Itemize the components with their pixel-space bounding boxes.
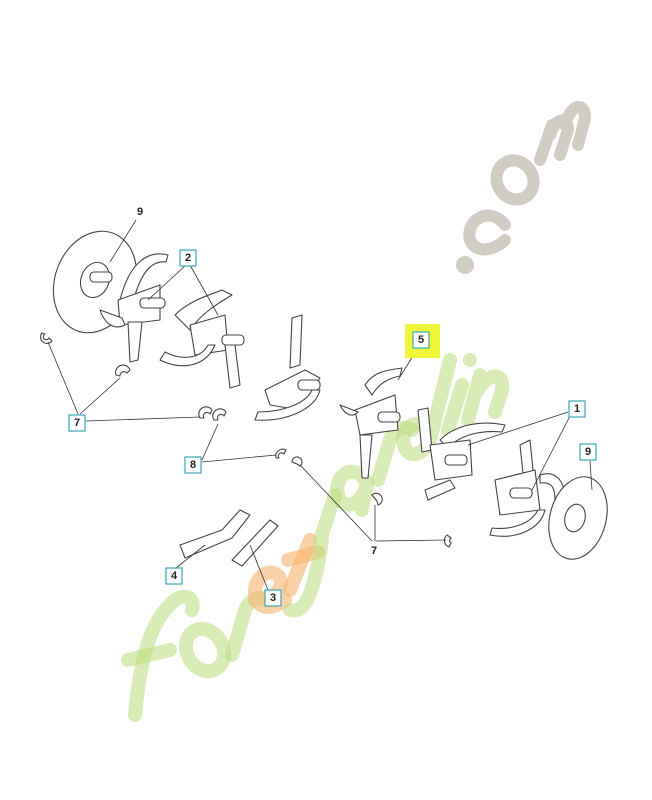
tine-assembly-right-outer xyxy=(489,439,566,537)
callout-7-bottom: 7 xyxy=(371,545,377,557)
callout-label: 1 xyxy=(574,403,580,415)
callout-2: 2 xyxy=(179,249,197,267)
callout-7-left: 7 xyxy=(68,414,86,432)
callout-3: 3 xyxy=(264,589,282,607)
callout-label: 9 xyxy=(585,446,591,458)
callout-label: 9 xyxy=(137,206,143,218)
callout-4: 4 xyxy=(165,567,183,585)
callout-label: 7 xyxy=(74,417,80,429)
callout-label: 3 xyxy=(270,592,276,604)
callout-label: 2 xyxy=(185,252,191,264)
bracket-3 xyxy=(231,519,279,567)
callout-label: 4 xyxy=(171,570,178,582)
leader-lines xyxy=(47,219,593,591)
callout-9-left: 9 xyxy=(137,206,143,218)
clips xyxy=(40,332,452,548)
tine-assembly-right-inner xyxy=(417,407,506,501)
tine-assembly-left-outer xyxy=(99,253,169,363)
tine-assembly-5 xyxy=(339,367,403,479)
callout-9-right: 9 xyxy=(579,443,597,461)
bracket-4 xyxy=(179,509,251,559)
callout-8: 8 xyxy=(184,456,202,474)
callout-5-highlighted: 5 xyxy=(405,324,440,358)
callout-1: 1 xyxy=(568,400,586,418)
callout-label: 7 xyxy=(371,545,377,557)
callout-label: 8 xyxy=(190,459,196,471)
tine-assembly-center xyxy=(254,314,321,421)
tine-assembly-left-inner xyxy=(159,289,245,389)
side-disc-right xyxy=(548,476,608,560)
callout-label: 5 xyxy=(418,334,424,346)
